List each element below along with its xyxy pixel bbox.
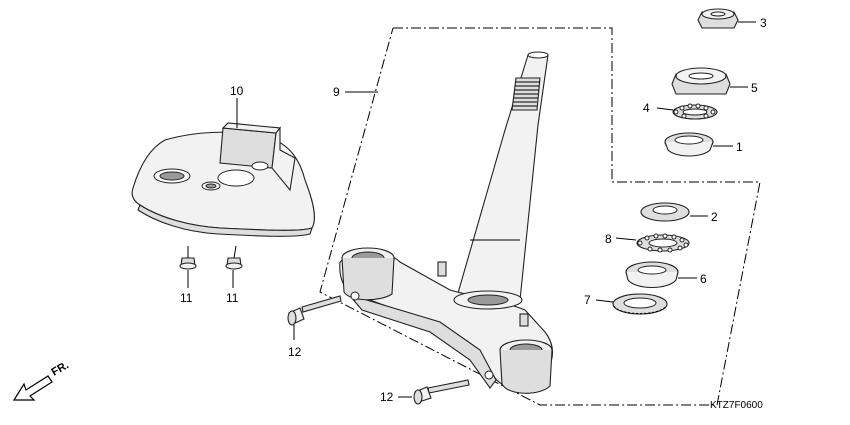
bearing-balls — [673, 103, 716, 119]
front-direction-arrow: FR. — [12, 359, 71, 401]
part-12-bolt-upper[interactable] — [287, 295, 342, 340]
part-4-upper-bearing[interactable] — [656, 103, 718, 120]
assembly-boundary — [319, 27, 761, 406]
bearing-balls — [637, 233, 689, 253]
callout-11-left: 11 — [180, 291, 193, 305]
callout-3: 3 — [760, 16, 767, 30]
callout-7: 7 — [584, 293, 591, 307]
part-5-adjusting-nut[interactable] — [671, 67, 748, 95]
part-7-dust-seal[interactable] — [595, 293, 668, 315]
part-9-steering-stem[interactable] — [339, 51, 554, 394]
part-11-screw-right[interactable] — [225, 245, 243, 288]
part-8-lower-bearing[interactable] — [615, 233, 690, 253]
part-10-cover[interactable] — [131, 122, 315, 237]
part-1-upper-race[interactable] — [664, 132, 733, 157]
part-12-bolt-lower[interactable] — [398, 379, 470, 405]
callout-8: 8 — [605, 232, 612, 246]
leader-lines — [236, 91, 378, 128]
part-2-race[interactable] — [640, 202, 708, 222]
thread-lines — [513, 81, 540, 107]
fr-label: FR. — [50, 359, 71, 378]
callout-9: 9 — [333, 85, 340, 99]
part-11-screw-left[interactable] — [179, 246, 197, 288]
callout-1: 1 — [736, 140, 743, 154]
callout-12-lower: 12 — [380, 390, 394, 404]
callout-6: 6 — [700, 272, 707, 286]
drawing-code: KTZ7F0600 — [710, 400, 763, 411]
part-6-lower-race[interactable] — [625, 261, 697, 289]
callout-10: 10 — [230, 84, 244, 98]
callout-4: 4 — [643, 101, 650, 115]
part-3-lock-nut[interactable] — [697, 8, 756, 29]
callout-labels: 3 5 4 1 2 8 6 7 9 10 11 11 12 12 — [180, 16, 767, 404]
callout-2: 2 — [711, 210, 718, 224]
callout-11-right: 11 — [226, 291, 239, 305]
callout-12-upper: 12 — [288, 345, 302, 359]
callout-5: 5 — [751, 81, 758, 95]
